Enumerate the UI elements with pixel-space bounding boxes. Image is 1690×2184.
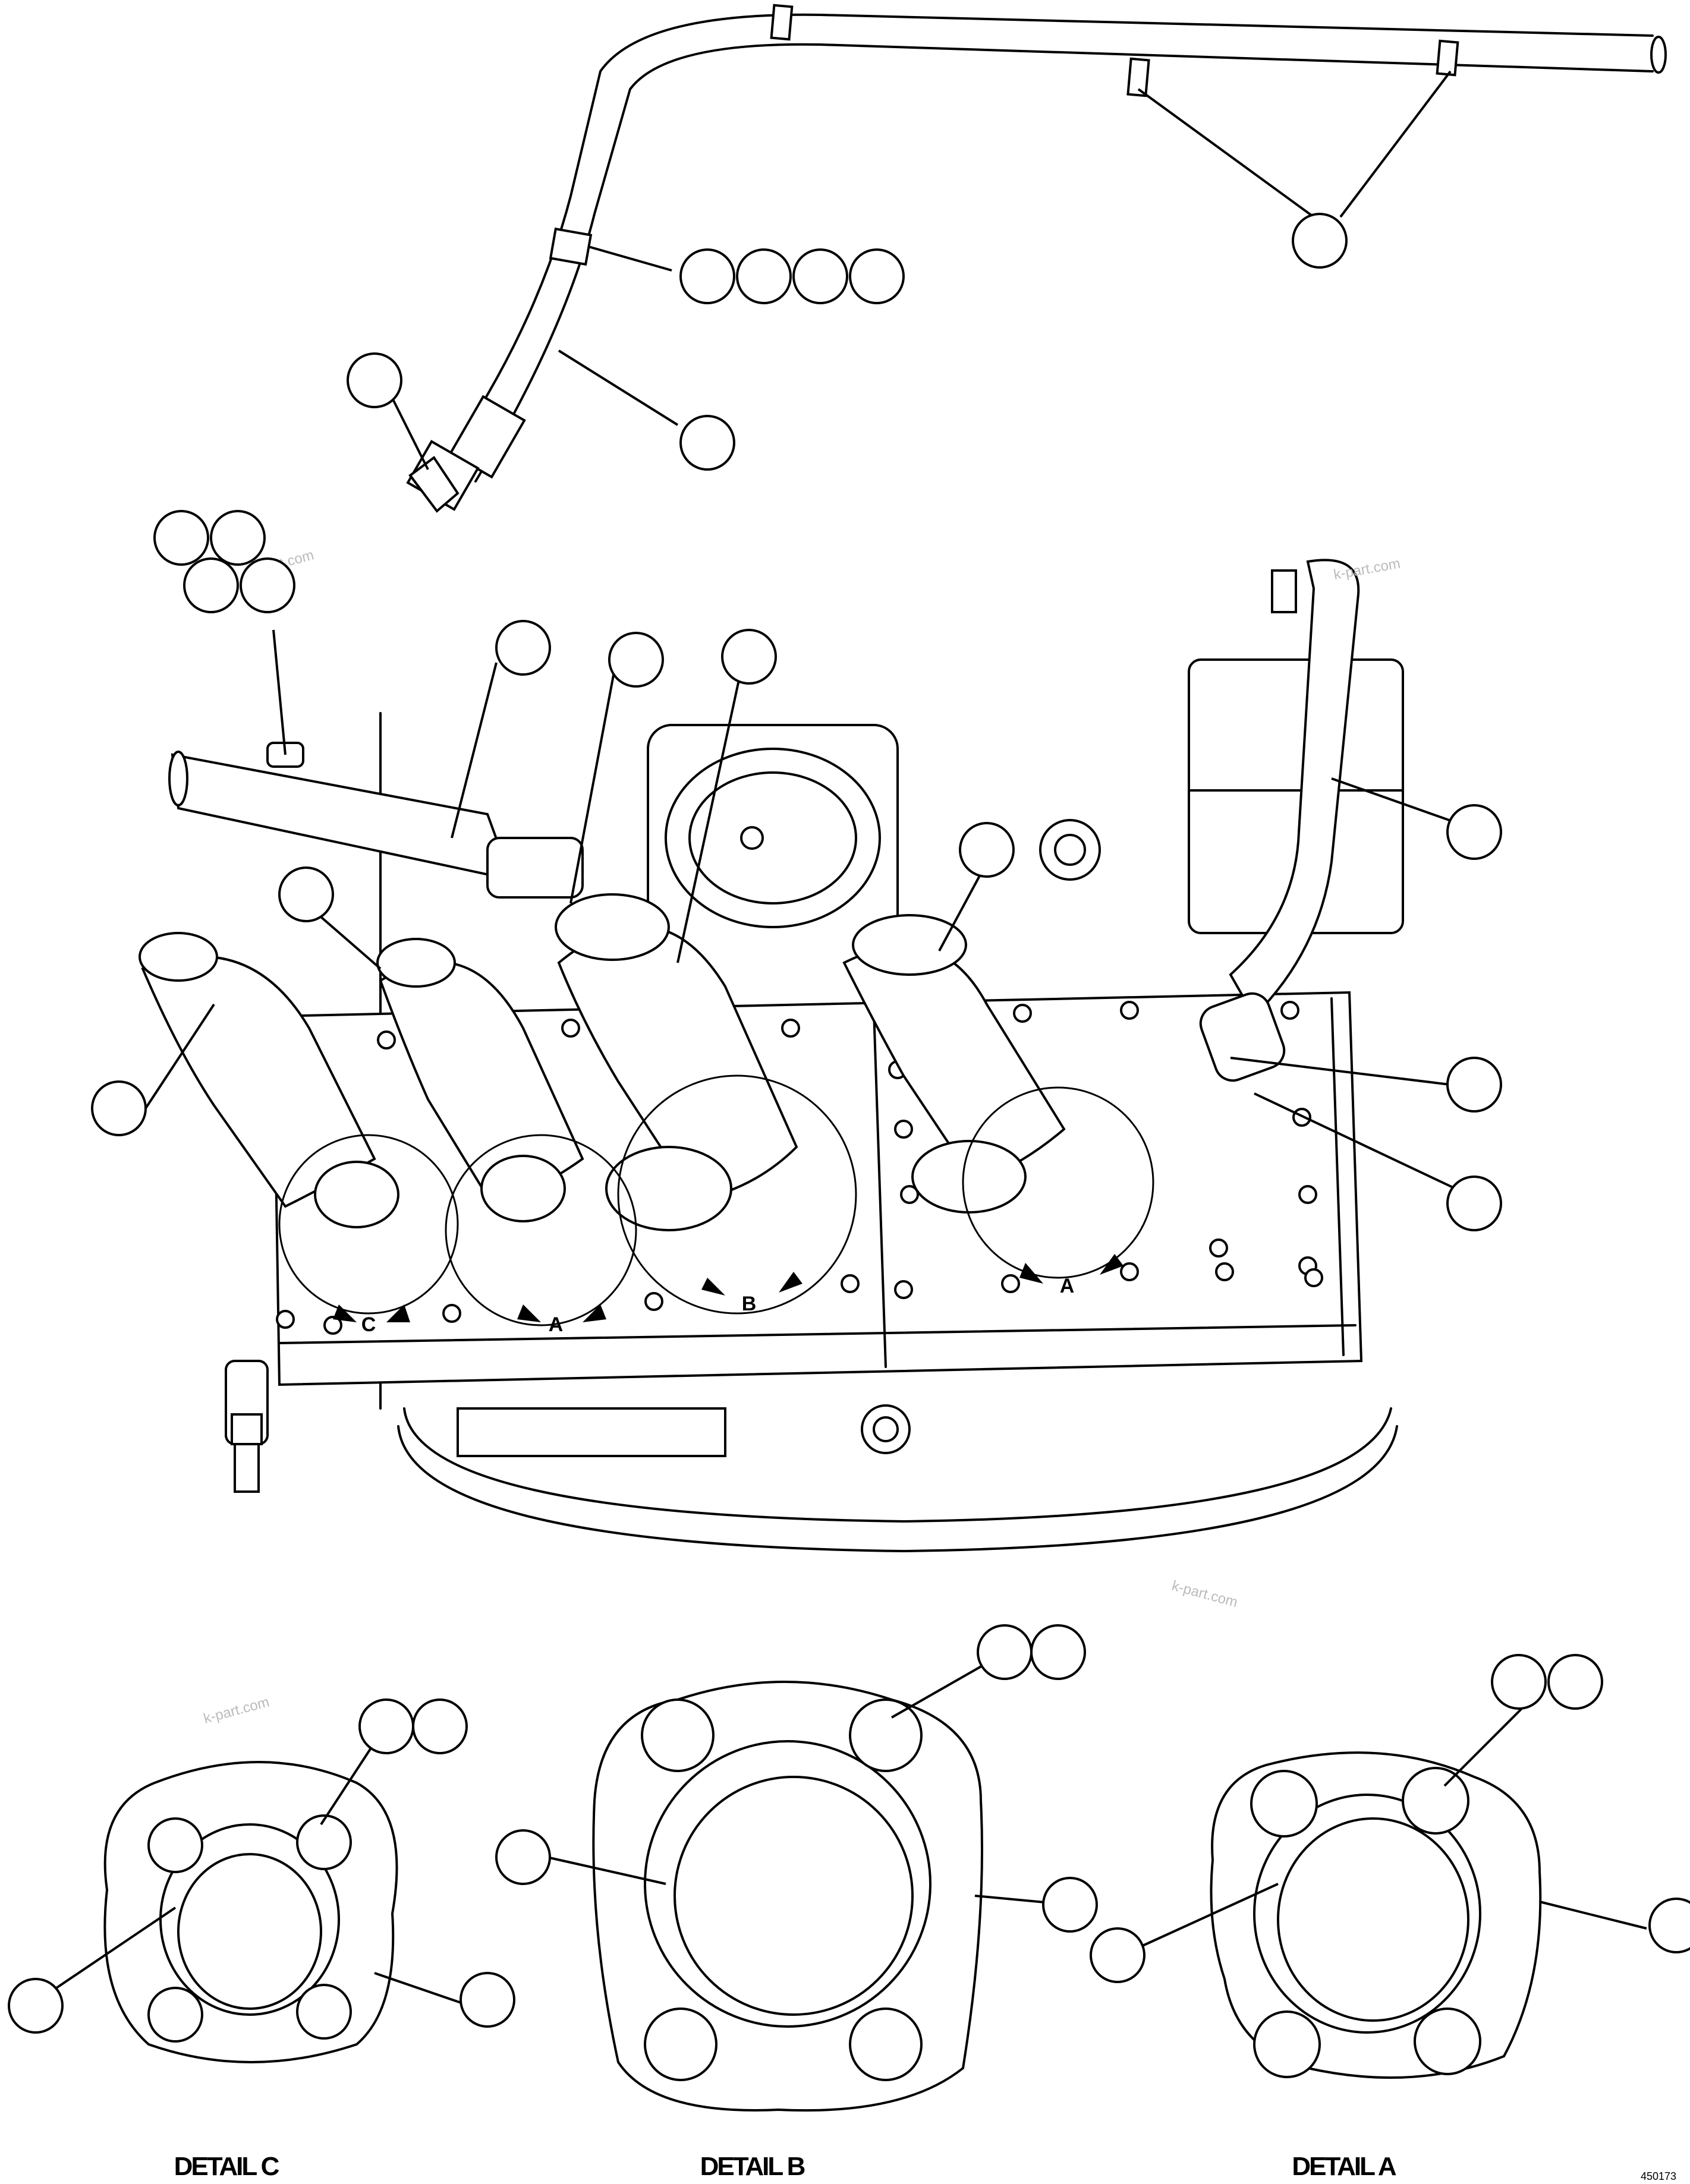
manifold-bolt-19 [894, 1120, 913, 1139]
drain-valve [225, 1360, 269, 1493]
detail-c-label: DETAIL C [174, 2152, 279, 2181]
reference-callout-30 [1042, 1877, 1098, 1933]
reference-callout-31 [1090, 1927, 1145, 1983]
manifold-bolt-20 [900, 1185, 919, 1204]
manifold-bolt-7 [1001, 1274, 1020, 1293]
top-leader-lines [388, 70, 1452, 470]
callouts [8, 213, 1690, 2034]
manifold-bolt-11 [377, 1030, 396, 1050]
reference-callout-5 [849, 248, 905, 304]
watermark-3: k-part.com [1170, 1578, 1239, 1611]
manifold-bolt-22 [1298, 1185, 1317, 1204]
detail-labels: DETAIL C DETAIL B DETAIL A [174, 2152, 1398, 2181]
manifold-bolt-3 [442, 1304, 461, 1323]
manifold-bolt-23 [1209, 1238, 1228, 1258]
reference-callout-14 [721, 629, 777, 685]
detail-marker-a: A [549, 1313, 564, 1336]
manifold-bolt-17 [1280, 1001, 1299, 1020]
detail-b-flange [546, 1657, 1071, 2112]
manifold-bolt-5 [841, 1274, 860, 1293]
detail-marker-b: B [742, 1293, 757, 1315]
right-hose [1199, 559, 1360, 1082]
manifold-bolt-15 [1013, 1004, 1032, 1023]
reference-callout-13 [608, 632, 664, 688]
reference-callout-8 [153, 510, 209, 566]
pressure-pipes [139, 893, 1066, 1231]
reference-callout-6 [347, 352, 402, 408]
manifold-bolt-12 [561, 1019, 580, 1038]
manifold-bolt-9 [1215, 1262, 1234, 1281]
reference-callout-17 [278, 866, 334, 922]
reference-callout-26 [1547, 1654, 1603, 1710]
reference-callout-29 [495, 1829, 551, 1885]
reference-callout-11 [240, 557, 295, 613]
reference-callout-9 [210, 510, 266, 566]
watermark-2: k-part.com [1332, 556, 1401, 583]
detail-c-flange [55, 1746, 470, 2063]
reference-callout-23 [977, 1624, 1033, 1680]
document-number: 450173 [1641, 2170, 1676, 2182]
detail-a-label: DETAIL A [1292, 2152, 1396, 2181]
watermark-4: k-part.com [202, 1694, 271, 1726]
reference-callout-25 [1491, 1654, 1547, 1710]
detail-marker-a-right: A [1060, 1275, 1075, 1297]
manifold-bolt-6 [894, 1280, 913, 1299]
reference-callout-12 [495, 620, 551, 676]
manifold-bolt-1 [276, 1310, 295, 1329]
reference-callout-24 [1030, 1624, 1086, 1680]
reference-callout-22 [412, 1698, 468, 1754]
main-leader-lines [144, 629, 1475, 1199]
upper-hose-assembly [406, 4, 1667, 513]
reference-callout-18 [1446, 1057, 1502, 1113]
reference-callout-7 [679, 415, 735, 471]
reference-callout-28 [460, 1972, 515, 2028]
reference-callout-16 [1446, 804, 1502, 860]
manifold-bolt-24 [1304, 1268, 1323, 1287]
reference-callout-1 [1292, 213, 1348, 269]
detail-markers: C A B A [333, 1254, 1123, 1336]
manifold-bolt-8 [1120, 1262, 1139, 1281]
manifold-bolt-4 [644, 1292, 663, 1311]
detail-marker-c: C [361, 1313, 376, 1336]
detail-b-label: DETAIL B [700, 2152, 805, 2181]
reference-callout-4 [792, 248, 848, 304]
detail-a-flange [1141, 1707, 1647, 2079]
reference-callout-3 [736, 248, 792, 304]
reference-callout-32 [1648, 1898, 1690, 1953]
reference-callout-20 [91, 1080, 147, 1136]
left-hose [168, 742, 584, 899]
manifold-bolt-13 [781, 1019, 800, 1038]
detail-circles [278, 1074, 1154, 1326]
manifold-bolt-2 [323, 1316, 342, 1335]
reference-callout-15 [959, 822, 1015, 878]
reference-callout-27 [8, 1978, 64, 2034]
reference-callout-10 [183, 557, 239, 613]
reference-callout-19 [1446, 1175, 1502, 1231]
reference-callout-2 [679, 248, 735, 304]
manifold-bolt-16 [1120, 1001, 1139, 1020]
reference-callout-21 [358, 1698, 414, 1754]
